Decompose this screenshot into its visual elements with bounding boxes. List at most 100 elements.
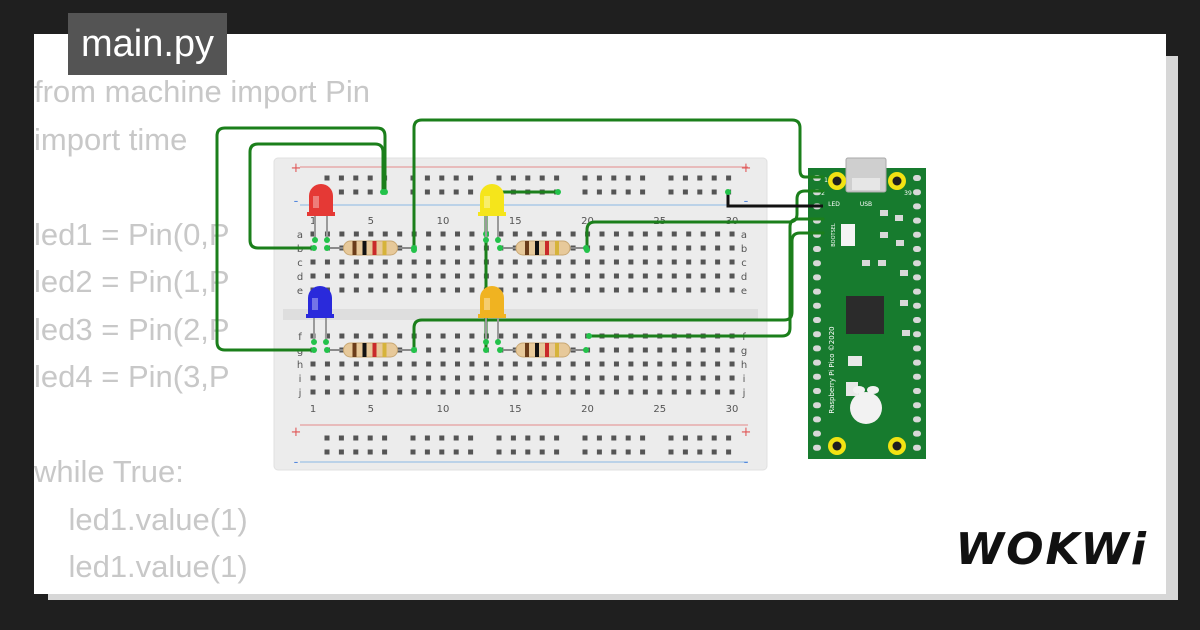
breadboard-hole [700,347,706,353]
breadboard-hole [570,361,576,367]
wire-endpoint [725,189,731,195]
led-base [306,314,334,318]
breadboard-hole [671,231,677,237]
breadboard-hole [729,375,735,381]
smd-component [896,240,904,246]
breadboard-hole [715,389,721,395]
led-base [478,314,506,318]
rail-hole [410,449,416,455]
resistor-pin [324,245,330,251]
breadboard-hole [455,231,460,237]
pin-pad [913,345,921,352]
pin-pad [813,430,821,437]
rail-hole [410,435,416,441]
resistor-pin [583,245,589,251]
pin-pad [913,331,921,338]
breadboard-hole [382,375,388,381]
raspberry-leaf [853,386,865,394]
breadboard-hole [512,361,518,367]
wire-endpoint [311,245,317,251]
led-yellow [478,184,506,243]
breadboard-hole [599,389,605,395]
row-label: g [741,346,747,357]
breadboard-hole [426,333,432,339]
pin-label: 39 [904,190,912,197]
breadboard-hole [339,361,345,367]
breadboard-hole [541,287,547,293]
resistor-band [535,343,539,357]
breadboard-hole [411,361,417,367]
column-label: 10 [437,404,450,415]
breadboard-hole [570,375,576,381]
led-base [307,212,335,216]
rail-hole [596,175,602,181]
rail-hole [726,175,732,181]
breadboard-hole [382,287,388,293]
breadboard-hole [671,273,677,279]
file-tab[interactable]: main.py [68,13,228,75]
breadboard-hole [570,259,576,265]
rail-hole [711,435,717,441]
rail-hole [424,175,430,181]
resistor-band [372,241,377,255]
pin-pad [813,402,821,409]
breadboard-hole [686,245,692,251]
breadboard-hole [469,375,475,381]
breadboard-hole [324,333,330,339]
wire [215,126,387,352]
breadboard-hole [541,375,547,381]
breadboard-hole [440,259,446,265]
breadboard-hole [657,245,663,251]
rail-hole [353,175,359,181]
row-label: i [743,374,746,385]
column-label: 5 [368,216,374,227]
breadboard-hole [700,389,706,395]
breadboard-hole [729,245,735,251]
breadboard-hole [570,273,576,279]
breadboard-hole [527,389,533,395]
breadboard-hole [440,287,446,293]
row-label: c [741,258,747,269]
rail-hole [324,175,330,181]
rail-hole [668,175,674,181]
led-dome [309,184,333,214]
smd-component [900,300,908,306]
breadboard-hole [686,361,692,367]
breadboard-hole [715,259,721,265]
rail-hole [582,189,588,195]
breadboard-hole [382,273,388,279]
breadboard-hole [483,389,489,395]
rail-hole [682,449,688,455]
breadboard-hole [498,273,504,279]
breadboard-hole [585,273,591,279]
breadboard-hole [426,361,432,367]
breadboard-hole [440,273,446,279]
breadboard-hole [368,273,374,279]
resistor [324,342,417,358]
bootsel-label: BOOTSEL [831,223,837,247]
breadboard-hole [671,259,677,265]
rail-hole [582,175,588,181]
breadboard-hole [310,389,316,395]
breadboard-hole [426,375,432,381]
wire [412,118,825,252]
rail-hole [496,449,502,455]
breadboard-hole [368,361,374,367]
breadboard-hole [426,245,432,251]
resistor-band [372,343,377,357]
breadboard-hole [426,287,432,293]
pin-pad [813,317,821,323]
rail-hole [525,435,531,441]
breadboard-hole [324,389,330,395]
pin-label: 1 [824,177,828,184]
breadboard-hole [715,287,721,293]
rail-minus-sign: - [744,455,749,470]
breadboard-hole [556,273,562,279]
pin-pad [813,444,821,451]
breadboard-hole [657,287,663,293]
breadboard-hole [411,389,417,395]
breadboard-hole [642,347,648,353]
pin-pad [913,175,921,181]
breadboard-hole [324,259,330,265]
